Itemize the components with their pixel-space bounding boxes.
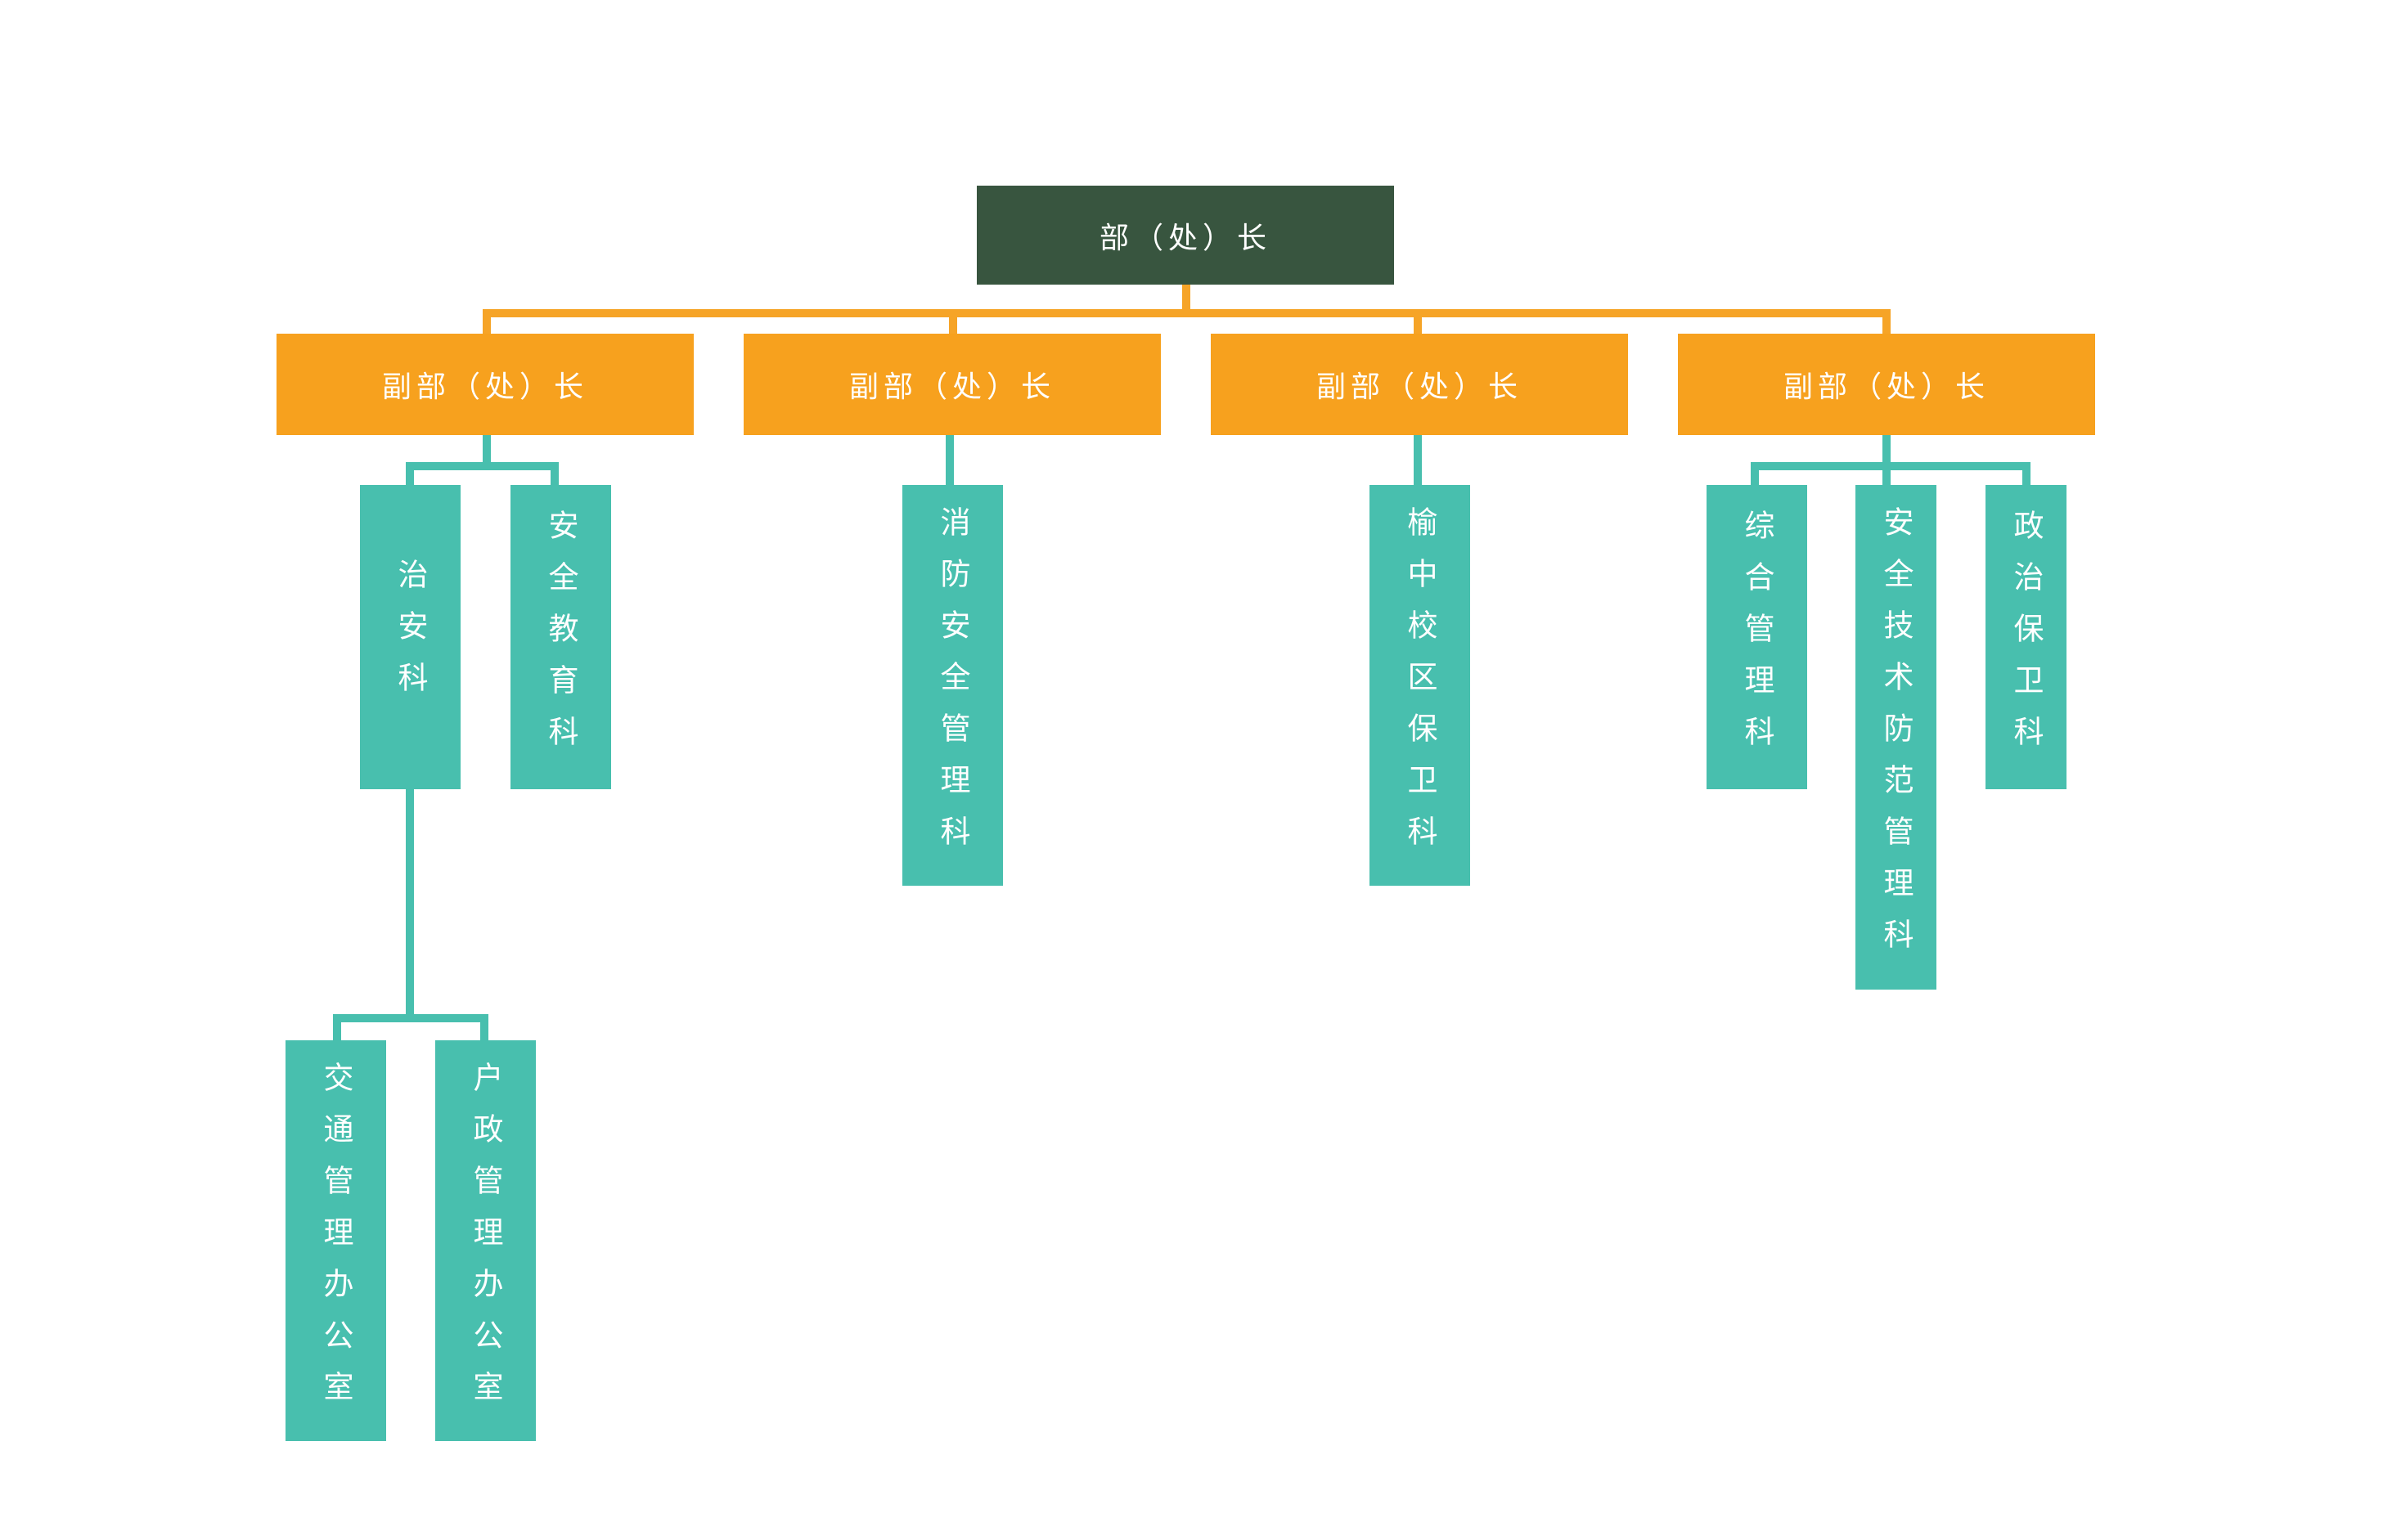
unit-box: 综合管理科 [1707, 485, 1807, 789]
connector-d1-unit-1 [406, 462, 414, 487]
connector-deputy-bus [483, 309, 1891, 317]
deputy-label: 副部（处）长 [848, 370, 1055, 404]
connector-sub-unit-1 [333, 1014, 341, 1043]
unit-box: 安全教育科 [510, 485, 611, 789]
deputy-label: 副部（处）长 [1783, 370, 1990, 404]
connector-sub-unit-2 [480, 1014, 488, 1043]
sub-unit-label: 户政管理办公室 [468, 1062, 503, 1422]
sub-unit-box: 户政管理办公室 [435, 1040, 536, 1441]
connector-d1-stem [483, 435, 491, 466]
unit-label: 综合管理科 [1739, 510, 1774, 767]
sub-unit-label: 交通管理办公室 [318, 1062, 353, 1422]
connector-deputy-4 [1882, 309, 1891, 337]
unit-box: 政治保卫科 [1986, 485, 2066, 789]
connector-sub-bus [333, 1014, 488, 1022]
deputy-box: 副部（处）长 [1211, 334, 1628, 435]
connector-d3-stem [1414, 435, 1422, 487]
deputy-label: 副部（处）长 [381, 370, 588, 404]
deputy-box: 副部（处）长 [1678, 334, 2095, 435]
unit-label: 安全技术防范管理科 [1878, 506, 1914, 970]
connector-head-stem [1182, 285, 1190, 312]
connector-deputy-3 [1414, 309, 1422, 337]
unit-label: 政治保卫科 [2008, 510, 2044, 767]
connector-d4-unit-1 [1751, 462, 1759, 487]
connector-d4-bus [1751, 462, 2030, 470]
sub-unit-box: 交通管理办公室 [286, 1040, 386, 1441]
unit-label: 治安科 [393, 559, 428, 713]
head-label: 部（处）长 [1099, 221, 1271, 255]
unit-label: 消防安全管理科 [935, 506, 970, 867]
deputy-label: 副部（处）长 [1315, 370, 1522, 404]
unit-label: 榆中校区保卫科 [1402, 506, 1437, 867]
connector-d1-unit-2 [551, 462, 559, 487]
deputy-box: 副部（处）长 [277, 334, 694, 435]
unit-box: 消防安全管理科 [902, 485, 1003, 886]
connector-d2-stem [946, 435, 954, 487]
unit-label: 安全教育科 [543, 510, 578, 767]
connector-sub-stem [406, 789, 414, 1018]
connector-d1-bus [406, 462, 559, 470]
connector-deputy-1 [483, 309, 491, 337]
connector-d4-unit-3 [2022, 462, 2030, 487]
head-box: 部（处）长 [977, 186, 1394, 285]
connector-d4-stem [1882, 435, 1891, 466]
unit-box: 安全技术防范管理科 [1855, 485, 1936, 990]
deputy-box: 副部（处）长 [744, 334, 1161, 435]
unit-box: 榆中校区保卫科 [1369, 485, 1470, 886]
connector-d4-unit-2 [1882, 462, 1891, 487]
unit-box: 治安科 [360, 485, 461, 789]
connector-deputy-2 [949, 309, 957, 337]
